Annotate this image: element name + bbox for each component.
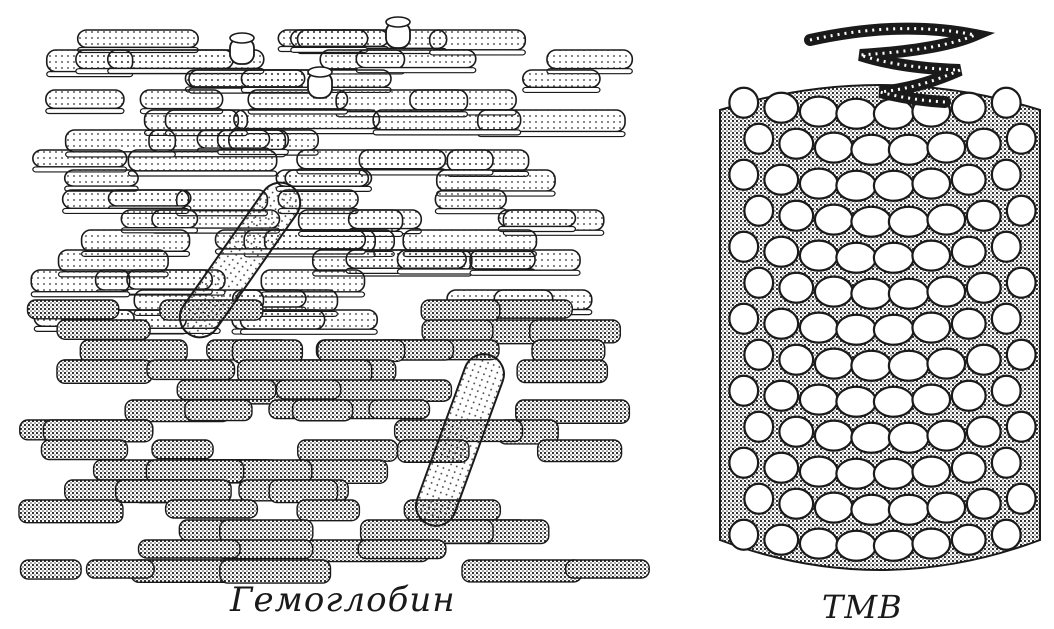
hemoglobin-caption: Гемоглобин: [230, 580, 456, 620]
tmv-model: [720, 29, 1040, 570]
hemoglobin-model: [19, 17, 649, 583]
tmv-caption: ТМВ: [822, 588, 903, 626]
